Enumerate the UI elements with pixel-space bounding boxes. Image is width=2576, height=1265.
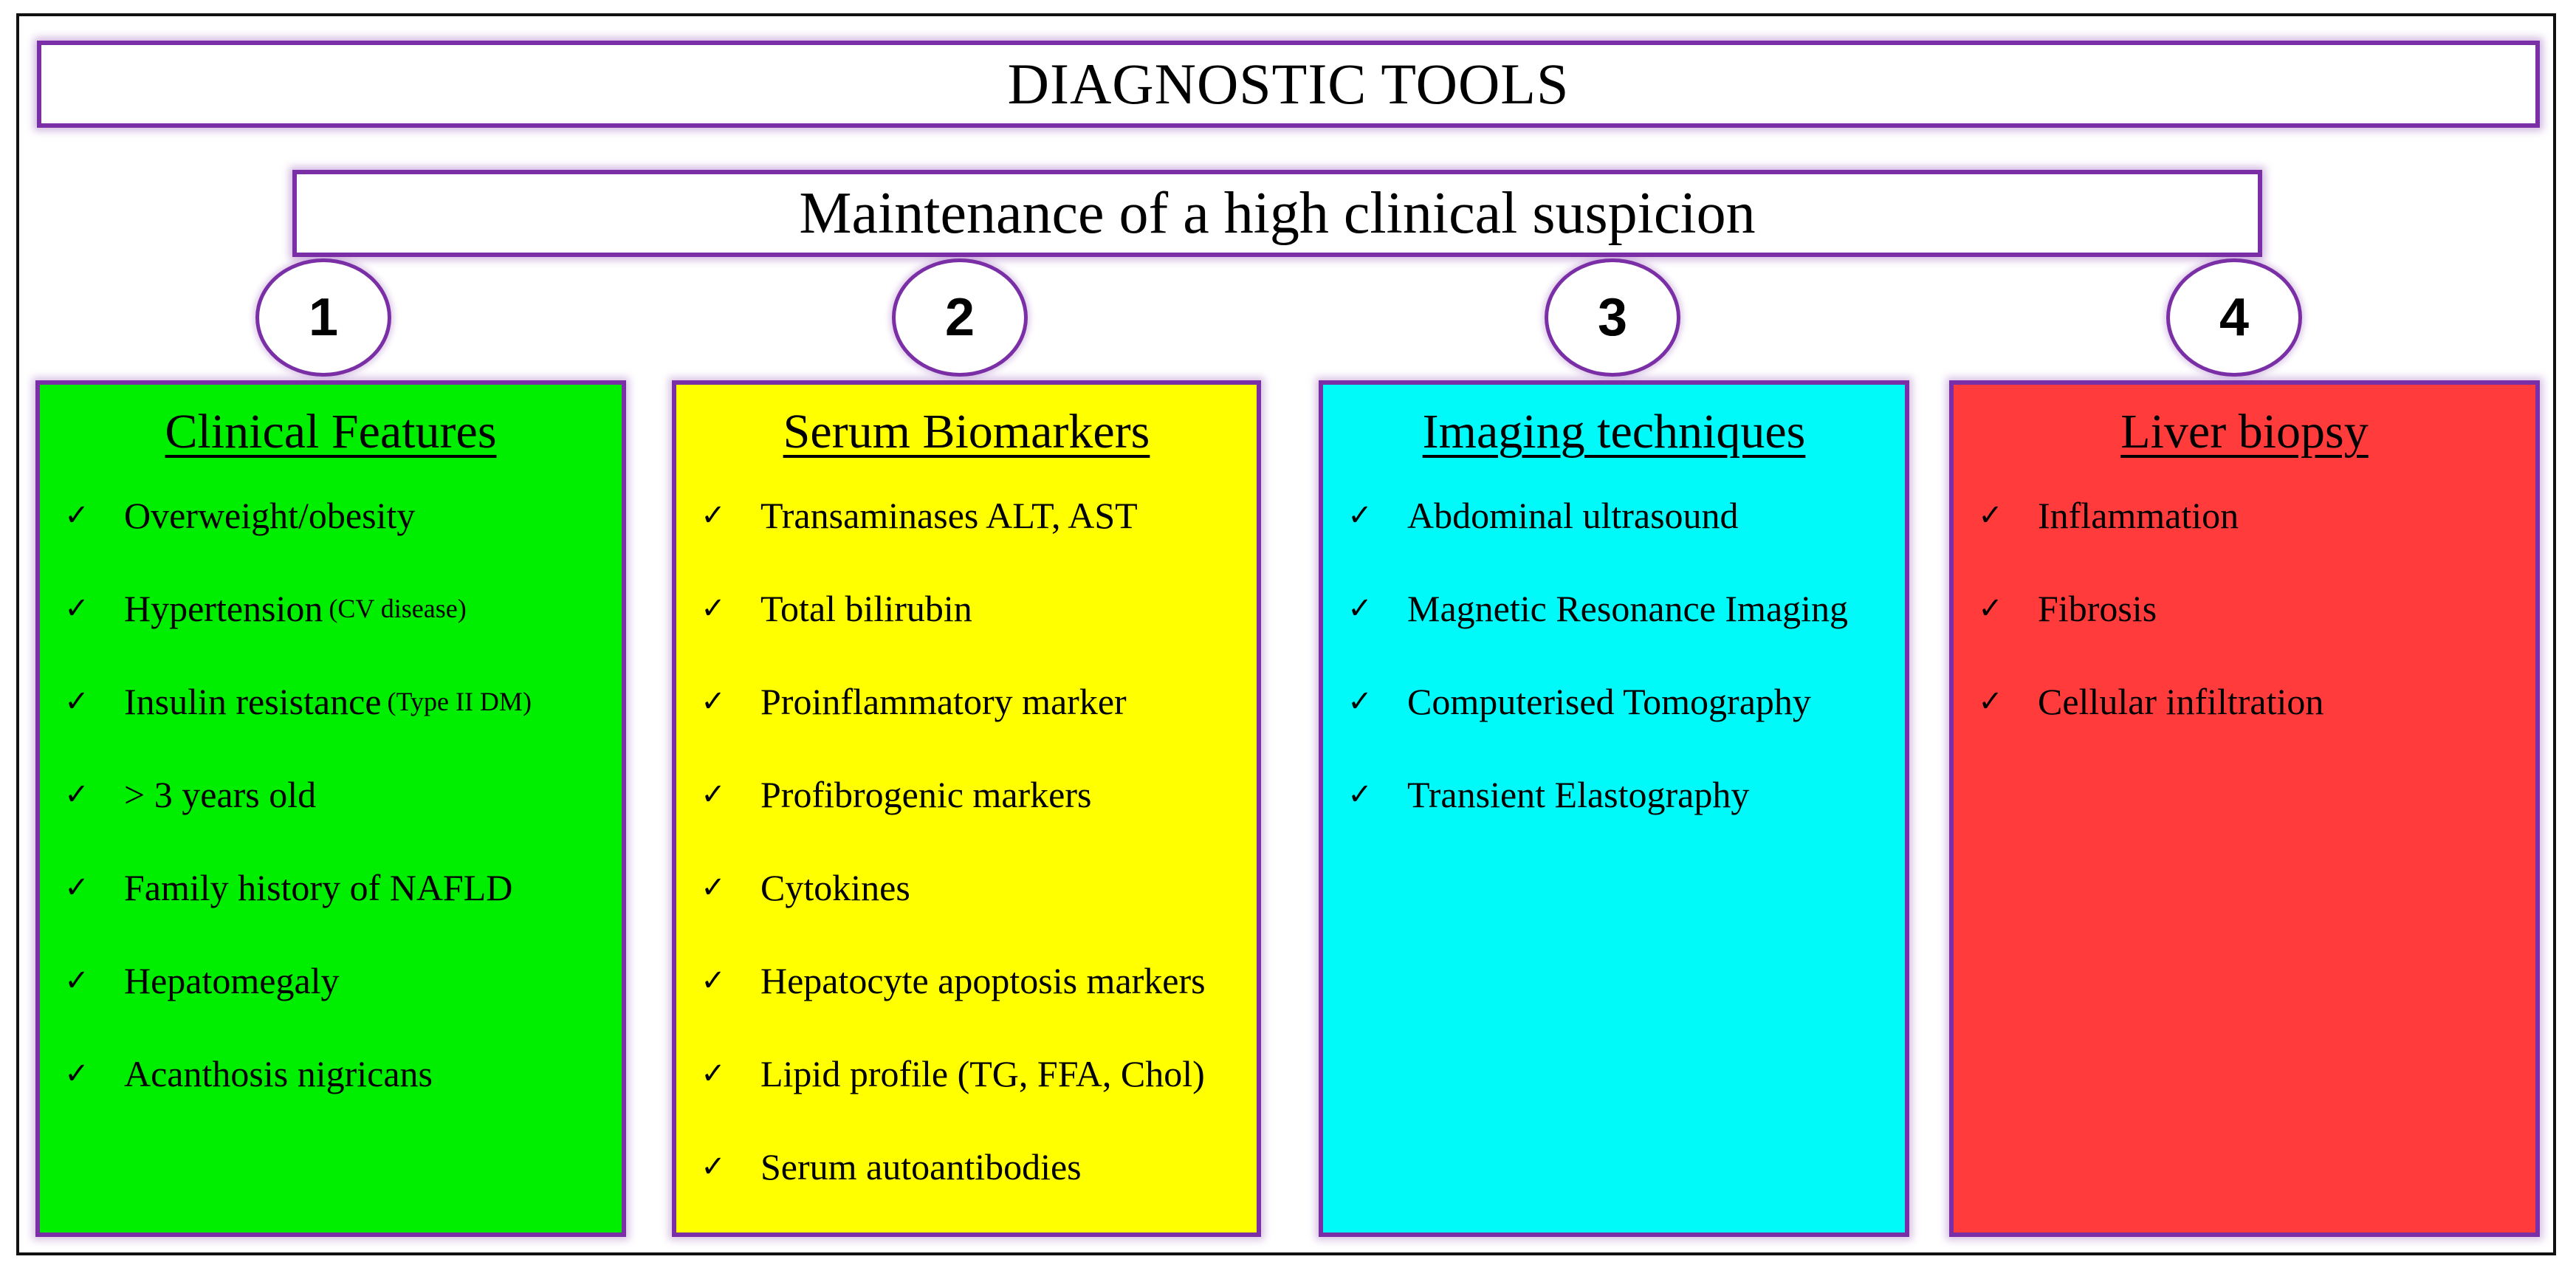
- item-text: Total bilirubin: [760, 588, 972, 629]
- list-item: ✓ Transaminases ALT, AST: [691, 469, 1257, 562]
- column-heading: Liver biopsy: [2120, 405, 2369, 459]
- item-text: Fibrosis: [2038, 588, 2157, 629]
- column-clinical-features: Clinical Features ✓ Overweight/obesity ✓ Hy…: [35, 380, 626, 1237]
- list-item: ✓ Family history of NAFLD: [55, 841, 622, 934]
- item-text: Serum autoantibodies: [760, 1146, 1082, 1187]
- item-note: (Type II DM): [387, 687, 532, 716]
- item-text: Lipid profile (TG, FFA, Chol): [760, 1053, 1205, 1094]
- item-text: Transaminases ALT, AST: [760, 495, 1138, 536]
- checkmark-icon: ✓: [1978, 592, 2003, 625]
- item-text: Magnetic Resonance Imaging: [1407, 588, 1849, 629]
- checkmark-icon: ✓: [1347, 592, 1373, 625]
- item-text: Family history of NAFLD: [124, 867, 513, 908]
- column-heading: Imaging techniques: [1422, 405, 1806, 459]
- item-note: (CV disease): [329, 594, 467, 623]
- number-badge-1: 1: [255, 258, 391, 377]
- list-item: ✓ Inflammation: [1968, 469, 2535, 562]
- item-text: > 3 years old: [124, 774, 317, 815]
- subtitle-text: Maintenance of a high clinical suspicion: [799, 180, 1756, 246]
- checkmark-icon: ✓: [701, 685, 726, 719]
- number-badge-2: 2: [892, 258, 1028, 377]
- item-list: ✓Transaminases ALT, AST✓Total bilirubin✓…: [676, 469, 1257, 1213]
- item-text: Abdominal ultrasound: [1407, 495, 1739, 536]
- list-item: ✓ Overweight/obesity: [55, 469, 622, 562]
- checkmark-icon: ✓: [1978, 685, 2003, 719]
- list-item: ✓ Transient Elastography: [1338, 748, 1905, 841]
- checkmark-icon: ✓: [1347, 498, 1373, 532]
- item-text: Insulin resistance: [124, 681, 382, 722]
- title-text: DIAGNOSTIC TOOLS: [1007, 52, 1570, 116]
- list-item: ✓ Total bilirubin: [691, 562, 1257, 655]
- number-badge-3: 3: [1545, 258, 1680, 377]
- list-item: ✓ Profibrogenic markers: [691, 748, 1257, 841]
- column-heading: Clinical Features: [165, 405, 497, 459]
- checkmark-icon: ✓: [1347, 778, 1373, 812]
- list-item: ✓ Cytokines: [691, 841, 1257, 934]
- checkmark-icon: ✓: [701, 778, 726, 812]
- item-text: Profibrogenic markers: [760, 774, 1092, 815]
- item-text: Cytokines: [760, 867, 910, 908]
- item-text: Computerised Tomography: [1407, 681, 1811, 722]
- column-heading: Serum Biomarkers: [783, 405, 1150, 459]
- list-item: ✓ Hypertension(CV disease): [55, 562, 622, 655]
- checkmark-icon: ✓: [64, 871, 89, 905]
- checkmark-icon: ✓: [64, 778, 89, 812]
- checkmark-icon: ✓: [701, 592, 726, 625]
- item-text: Hepatocyte apoptosis markers: [760, 960, 1206, 1001]
- list-item: ✓ Magnetic Resonance Imaging: [1338, 562, 1905, 655]
- column-serum-biomarkers: Serum Biomarkers ✓ Transaminases ALT, AST…: [672, 380, 1261, 1237]
- checkmark-icon: ✓: [701, 871, 726, 905]
- list-item: ✓ Proinflammatory marker: [691, 655, 1257, 748]
- checkmark-icon: ✓: [701, 1057, 726, 1091]
- diagram-frame: [16, 13, 2556, 1255]
- list-item: ✓ Cellular infiltration: [1968, 655, 2535, 748]
- list-item: ✓ Computerised Tomography: [1338, 655, 1905, 748]
- diagram-title: DIAGNOSTIC TOOLS: [37, 41, 2540, 128]
- diagram-subtitle: Maintenance of a high clinical suspicion: [292, 170, 2262, 257]
- checkmark-icon: ✓: [64, 592, 89, 625]
- list-item: ✓ Lipid profile (TG, FFA, Chol): [691, 1027, 1257, 1120]
- checkmark-icon: ✓: [701, 498, 726, 532]
- item-text: Hepatomegaly: [124, 960, 340, 1001]
- item-text: Overweight/obesity: [124, 495, 416, 536]
- list-item: ✓ > 3 years old: [55, 748, 622, 841]
- item-text: Proinflammatory marker: [760, 681, 1127, 722]
- item-list: ✓ Overweight/obesity ✓ Hypertension(CV dise…: [40, 469, 622, 1120]
- column-imaging-techniques: Imaging techniques ✓ Abdominal ultrasound…: [1319, 380, 1909, 1237]
- item-text: Hypertension: [124, 588, 323, 629]
- item-list: ✓ Abdominal ultrasound ✓ Magnetic Resonance…: [1323, 469, 1905, 841]
- checkmark-icon: ✓: [701, 1150, 726, 1184]
- list-item: ✓ Serum autoantibodies: [691, 1120, 1257, 1213]
- list-item: ✓ Acanthosis nigricans: [55, 1027, 622, 1120]
- item-text: Cellular infiltration: [2038, 681, 2324, 722]
- number-badge-4: 4: [2166, 258, 2302, 377]
- item-text: Inflammation: [2038, 495, 2239, 536]
- list-item: ✓ Hepatomegaly: [55, 934, 622, 1027]
- checkmark-icon: ✓: [701, 964, 726, 998]
- checkmark-icon: ✓: [64, 1057, 89, 1091]
- checkmark-icon: ✓: [64, 685, 89, 719]
- list-item: ✓ Fibrosis: [1968, 562, 2535, 655]
- checkmark-icon: ✓: [64, 498, 89, 532]
- list-item: ✓ Abdominal ultrasound: [1338, 469, 1905, 562]
- item-list: ✓ Inflammation ✓ Fibrosis ✓ Cellular infiltra…: [1954, 469, 2535, 748]
- list-item: ✓ Hepatocyte apoptosis markers: [691, 934, 1257, 1027]
- checkmark-icon: ✓: [1347, 685, 1373, 719]
- item-text: Transient Elastography: [1407, 774, 1750, 815]
- checkmark-icon: ✓: [1978, 498, 2003, 532]
- column-liver-biopsy: Liver biopsy ✓ Inflammation ✓ Fibrosis ✓ Cell…: [1949, 380, 2540, 1237]
- checkmark-icon: ✓: [64, 964, 89, 998]
- list-item: ✓ Insulin resistance(Type II DM): [55, 655, 622, 748]
- item-text: Acanthosis nigricans: [124, 1053, 433, 1094]
